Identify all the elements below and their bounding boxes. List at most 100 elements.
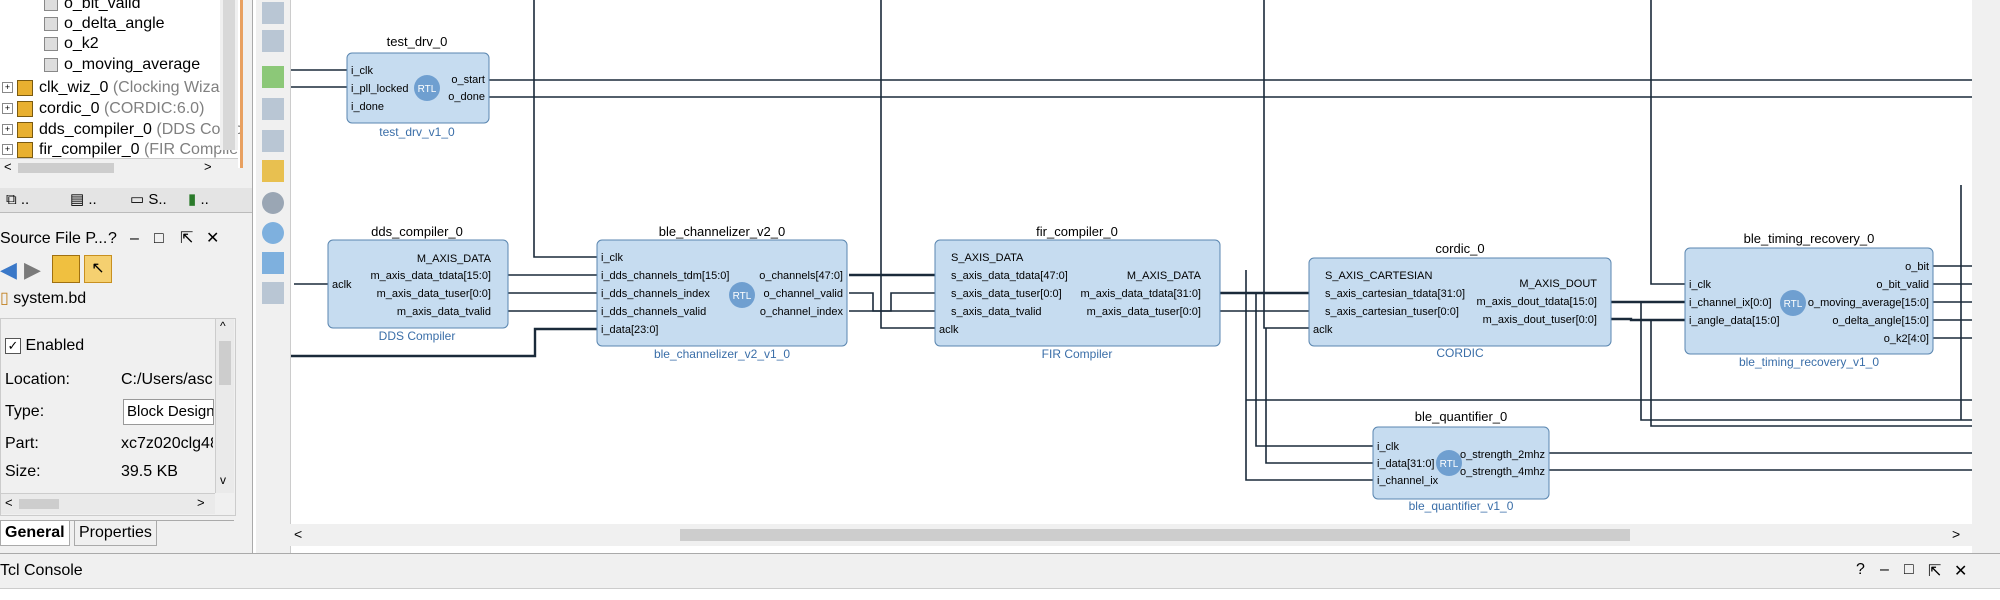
- block-test-drv[interactable]: test_drv_0 i_clk i_pll_locked i_done o_s…: [346, 34, 490, 139]
- scroll-left-icon[interactable]: <: [294, 526, 303, 542]
- tree-item[interactable]: +cordic_0 (CORDIC:6.0): [2, 99, 204, 119]
- block-cordic[interactable]: cordic_0 S_AXIS_CARTESIAN s_axis_cartesi…: [1308, 241, 1612, 360]
- block-subtitle: test_drv_v1_0: [379, 125, 455, 139]
- port-label: i_dds_channels_index: [601, 288, 710, 300]
- port-label: o_strength_2mhz: [1460, 449, 1545, 461]
- tab-compile-order[interactable]: ▮ ..: [188, 191, 209, 208]
- enabled-checkbox-row[interactable]: ✓ Enabled: [5, 335, 84, 357]
- tab-libraries[interactable]: ▭ S..: [130, 191, 167, 208]
- ip-block-icon: [17, 79, 33, 96]
- block-title: ble_channelizer_v2_0: [659, 224, 785, 239]
- enabled-checkbox[interactable]: ✓: [5, 337, 21, 354]
- close-icon[interactable]: ✕: [206, 230, 220, 247]
- port-icon: [44, 57, 58, 72]
- minimize-icon[interactable]: –: [130, 230, 139, 247]
- select-cursor-icon[interactable]: ↖: [84, 255, 112, 283]
- tab-hierarchy[interactable]: ⧉ ..: [6, 191, 30, 208]
- block-timing-recovery[interactable]: ble_timing_recovery_0 i_clk i_channel_ix…: [1684, 231, 1934, 369]
- scroll-up-icon[interactable]: ^: [220, 319, 226, 333]
- tree-item[interactable]: +fir_compiler_0 (FIR Compile: [2, 140, 238, 160]
- scroll-right-icon[interactable]: >: [1952, 526, 1961, 542]
- block-diagram[interactable]: test_drv_0 i_clk i_pll_locked i_done o_s…: [253, 0, 1973, 553]
- add-ip-icon[interactable]: [262, 66, 284, 88]
- props-horizontal-scrollbar[interactable]: < >: [1, 493, 215, 514]
- tab-general[interactable]: General: [0, 521, 70, 546]
- restore-icon[interactable]: □: [154, 230, 164, 247]
- port-label: i_pll_locked: [351, 83, 408, 95]
- tab-properties[interactable]: Properties: [74, 521, 157, 546]
- prop-label: Location:: [5, 371, 70, 388]
- expand-icon[interactable]: +: [2, 144, 13, 156]
- port-label: M_AXIS_DATA: [417, 253, 492, 265]
- route-icon[interactable]: [262, 252, 284, 274]
- close-icon[interactable]: ✕: [1954, 563, 1968, 580]
- pin-icon[interactable]: [262, 282, 284, 304]
- gear-icon[interactable]: [262, 192, 284, 214]
- props-vertical-scrollbar[interactable]: ^ v: [215, 319, 234, 493]
- canvas-horizontal-scrollbar[interactable]: < >: [290, 524, 1972, 546]
- block-ble-channelizer[interactable]: ble_channelizer_v2_0 i_clk i_dds_channel…: [596, 224, 848, 361]
- rtl-icon: [1780, 290, 1806, 316]
- settings-icon[interactable]: [52, 255, 80, 283]
- wire: [1265, 328, 1373, 464]
- block-quantifier[interactable]: ble_quantifier_0 i_clk i_data[31:0] i_ch…: [1372, 409, 1550, 513]
- back-arrow-icon[interactable]: ◀: [0, 257, 17, 282]
- ip-block-icon: [17, 100, 33, 117]
- canvas-vertical-scrollbar[interactable]: [1972, 0, 2000, 553]
- scroll-right-icon[interactable]: >: [197, 495, 205, 510]
- scroll-down-icon[interactable]: v: [220, 473, 226, 487]
- port-label: o_channel_index: [760, 306, 844, 318]
- port-label: M_AXIS_DATA: [1127, 270, 1202, 282]
- validate-icon[interactable]: [262, 160, 284, 182]
- tree-horizontal-scrollbar[interactable]: < >: [0, 158, 238, 177]
- help-icon[interactable]: ?: [1856, 561, 1865, 578]
- refresh-icon[interactable]: [262, 222, 284, 244]
- scroll-left-icon[interactable]: <: [4, 159, 12, 174]
- block-dds-compiler[interactable]: dds_compiler_0 aclk M_AXIS_DATA m_axis_d…: [327, 224, 509, 343]
- block-fir-compiler[interactable]: fir_compiler_0 S_AXIS_DATA s_axis_data_t…: [934, 224, 1221, 361]
- wires: [291, 0, 1973, 481]
- scroll-thumb[interactable]: [680, 529, 1630, 541]
- scroll-left-icon[interactable]: <: [5, 495, 13, 510]
- float-icon[interactable]: ⇱: [180, 230, 194, 247]
- minimize-icon[interactable]: –: [1880, 561, 1889, 578]
- prop-value: C:/Users/asch: [121, 371, 213, 388]
- tree-item[interactable]: o_k2: [44, 34, 99, 54]
- restore-icon[interactable]: □: [1904, 561, 1914, 578]
- block-design-canvas[interactable]: test_drv_0 i_clk i_pll_locked i_done o_s…: [252, 0, 1973, 553]
- block-body: [327, 239, 509, 329]
- tree-item[interactable]: o_moving_average: [44, 55, 200, 75]
- type-dropdown[interactable]: Block Designs: [123, 399, 214, 425]
- tree-item[interactable]: o_bit_valid: [44, 0, 141, 14]
- expand-icon[interactable]: +: [2, 103, 13, 115]
- port-label: i_clk: [1689, 279, 1712, 291]
- zoom-fit-icon[interactable]: [262, 2, 284, 24]
- block-subtitle: ble_channelizer_v2_v1_0: [654, 347, 790, 361]
- wire: [291, 327, 599, 358]
- forward-arrow-icon[interactable]: ▶: [24, 257, 41, 282]
- float-icon[interactable]: ⇱: [1928, 563, 1942, 580]
- port-label: i_clk: [1377, 441, 1400, 453]
- tab-ip-sources[interactable]: ▤ ..: [70, 191, 97, 208]
- left-panel: o_bit_valid o_delta_angle o_k2 o_moving_…: [0, 0, 252, 553]
- expand-icon[interactable]: +: [2, 124, 13, 136]
- collapse-icon[interactable]: [262, 30, 284, 52]
- tree-item[interactable]: +dds_compiler_0 (DDS Comp: [2, 120, 240, 140]
- port-label: S_AXIS_DATA: [951, 252, 1024, 264]
- regenerate-icon[interactable]: [262, 130, 284, 152]
- expand-icon[interactable]: +: [2, 82, 13, 94]
- block-title: test_drv_0: [387, 34, 448, 49]
- help-icon[interactable]: ?: [108, 230, 117, 247]
- console-output[interactable]: [0, 588, 2000, 600]
- tree-item[interactable]: o_delta_angle: [44, 14, 165, 34]
- scroll-right-icon[interactable]: >: [204, 159, 212, 174]
- rtl-badge: RTL: [1784, 299, 1803, 310]
- tree-item[interactable]: +clk_wiz_0 (Clocking Wizard: [2, 78, 234, 98]
- ip-icon: ▤: [70, 191, 85, 208]
- port-label: i_done: [351, 101, 384, 113]
- block-body: [1308, 257, 1612, 347]
- source-tree[interactable]: o_bit_valid o_delta_angle o_k2 o_moving_…: [0, 0, 243, 168]
- select-icon[interactable]: [262, 98, 284, 120]
- block-subtitle: ble_quantifier_v1_0: [1409, 499, 1514, 513]
- tree-vertical-scrollbar[interactable]: [220, 0, 238, 150]
